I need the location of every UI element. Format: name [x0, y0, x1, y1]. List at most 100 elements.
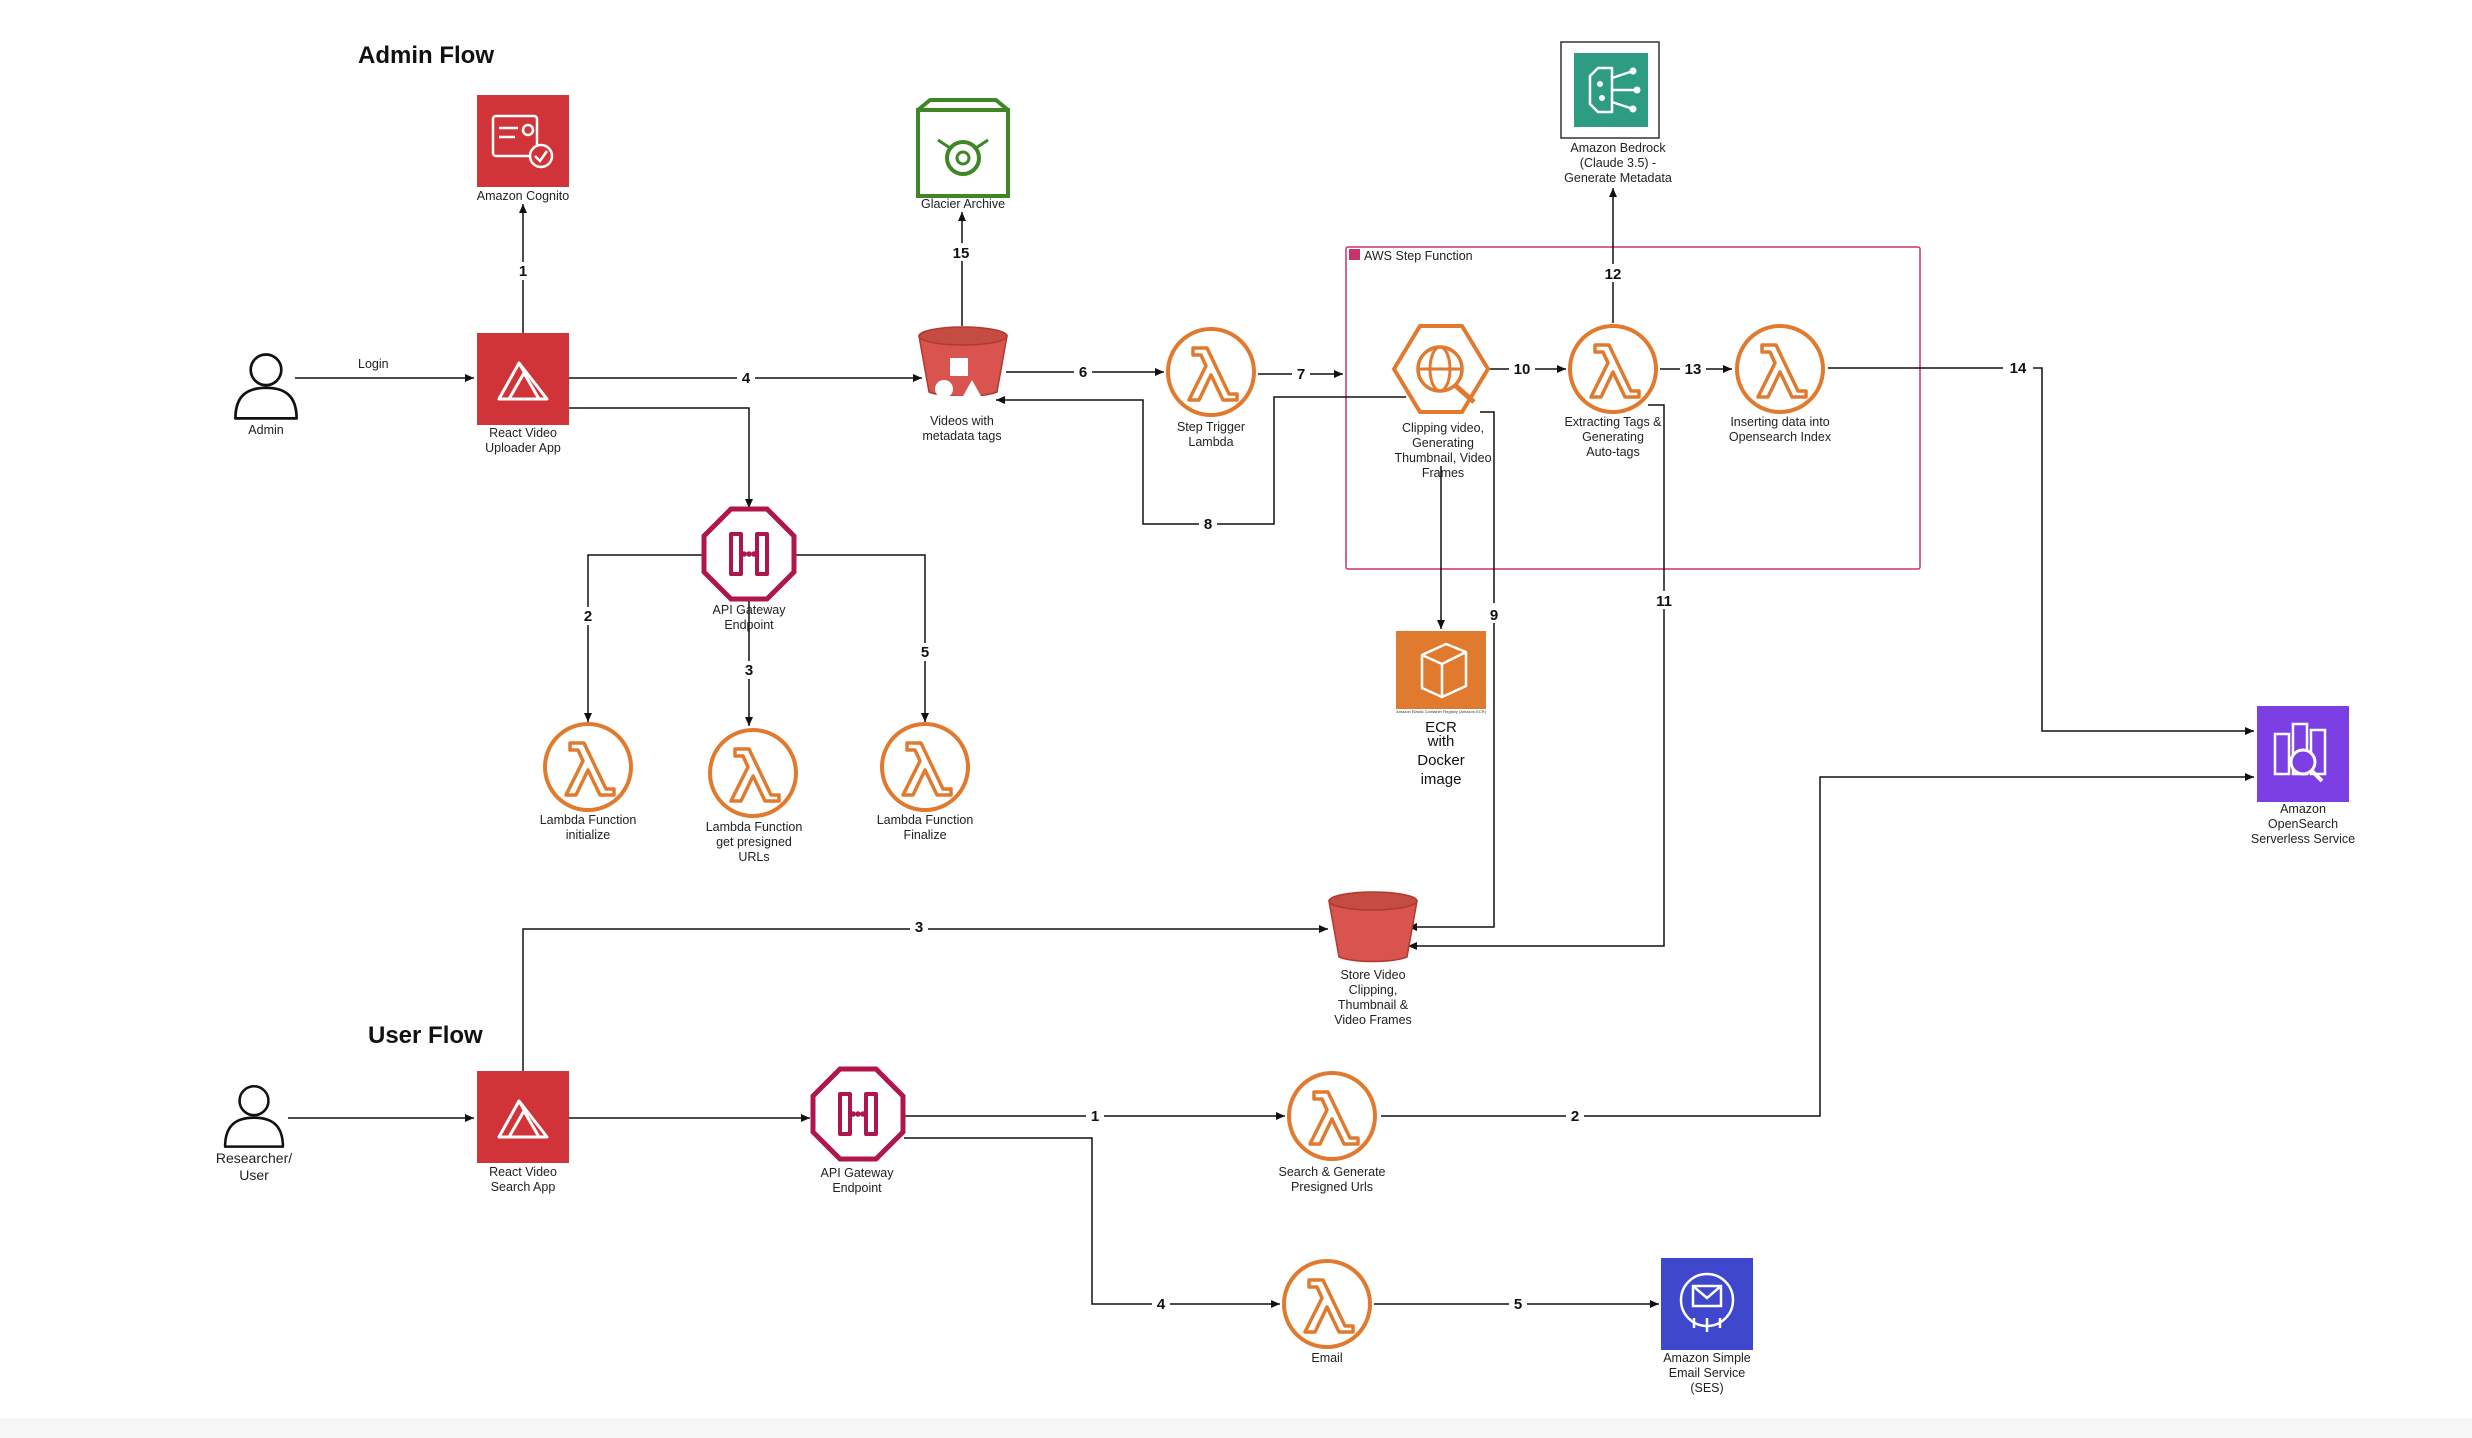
amplify-icon [477, 1071, 569, 1163]
clipping-label-2: Generating [1412, 436, 1474, 450]
admin-label: Admin [248, 423, 283, 437]
clipping-label-4: Frames [1422, 466, 1464, 480]
step-trigger-label-2: Lambda [1188, 435, 1233, 449]
edge-3-admin-label: 3 [745, 662, 753, 679]
lambda-icon [880, 722, 970, 812]
search-app-label-2: Search App [491, 1180, 556, 1194]
cognito-icon [477, 95, 569, 187]
edge-u4-label: 4 [1157, 1296, 1166, 1313]
uploader-label-2: Uploader App [485, 441, 561, 455]
opensearch-label-3: Serverless Service [2251, 832, 2355, 846]
node-extract-tags[interactable]: Extracting Tags & Generating Auto-tags [1564, 324, 1662, 459]
node-lambda-init[interactable]: Lambda Function initialize [540, 722, 637, 842]
uploader-label-1: React Video [489, 426, 557, 440]
node-api-gw-admin[interactable]: API Gateway Endpoint [704, 509, 794, 632]
node-lambda-finalize[interactable]: Lambda Function Finalize [877, 722, 974, 842]
cognito-label: Amazon Cognito [477, 189, 569, 203]
edge-login-label: Login [358, 357, 389, 371]
node-api-gw-user[interactable]: API Gateway Endpoint [813, 1069, 903, 1195]
lambda-finalize-label-1: Lambda Function [877, 813, 974, 827]
lambda-icon [1282, 1259, 1372, 1349]
s3-store-label-2: Clipping, [1349, 983, 1398, 997]
node-lambda-email[interactable]: Email [1282, 1259, 1372, 1365]
edge-11-label: 11 [1656, 593, 1672, 610]
search-app-label-1: React Video [489, 1165, 557, 1179]
extract-label-3: Auto-tags [1586, 445, 1640, 459]
edge-10-label: 10 [1514, 361, 1531, 378]
edge-u2-label: 2 [1571, 1108, 1579, 1125]
api-gateway-icon [704, 509, 794, 599]
ses-label-1: Amazon Simple [1663, 1351, 1751, 1365]
node-researcher[interactable]: Researcher/ User [216, 1084, 292, 1183]
edge-6-label: 6 [1079, 364, 1087, 381]
researcher-label-2: User [239, 1167, 269, 1183]
admin-edges: Login 1 4 15 6 7 8 10 13 [295, 188, 2254, 950]
node-lambda-presigned[interactable]: Lambda Function get presigned URLs [706, 728, 803, 864]
edge-12-label: 12 [1605, 266, 1622, 283]
step-function-icon [1349, 249, 1360, 260]
bedrock-label-3: Generate Metadata [1564, 171, 1672, 185]
api-admin-label-1: API Gateway [713, 603, 787, 617]
bedrock-label-1: Amazon Bedrock [1570, 141, 1666, 155]
node-s3-videos[interactable]: Videos with metadata tags [918, 326, 1008, 443]
insert-label-2: Opensearch Index [1729, 430, 1832, 444]
node-admin[interactable]: Admin [233, 353, 299, 438]
node-cognito[interactable]: Amazon Cognito [477, 95, 569, 203]
ecr-label-4: image [1421, 771, 1462, 788]
clipping-label-1: Clipping video, [1402, 421, 1484, 435]
node-clipping[interactable]: Clipping video, Generating Thumbnail, Vi… [1391, 324, 1492, 480]
step-trigger-label-1: Step Trigger [1177, 420, 1245, 434]
ses-label-2: Email Service [1669, 1366, 1745, 1380]
opensearch-icon [2257, 706, 2349, 802]
edge-11 [1408, 404, 1665, 950]
edge-14-label: 14 [2010, 360, 2027, 377]
glacier-label: Glacier Archive [921, 197, 1005, 211]
edge-u2 [1381, 773, 2254, 1117]
node-glacier[interactable]: Glacier Archive [916, 98, 1010, 211]
amplify-icon [477, 333, 569, 425]
lambda-presigned-label-3: URLs [738, 850, 769, 864]
edge-7-label: 7 [1297, 366, 1305, 383]
edge-8-label: 8 [1204, 516, 1212, 533]
edge-4-label: 4 [742, 370, 751, 387]
lambda-icon [1287, 1071, 1377, 1161]
node-bedrock[interactable]: Amazon Bedrock (Claude 3.5) - Generate M… [1560, 41, 1672, 185]
insert-label-1: Inserting data into [1730, 415, 1829, 429]
lambda-icon [543, 722, 633, 812]
ses-icon [1661, 1258, 1753, 1350]
node-ecr[interactable]: Amazon Elastic Container Registry (Amazo… [1396, 631, 1487, 788]
api-gateway-icon [813, 1069, 903, 1159]
node-opensearch[interactable]: Amazon OpenSearch Serverless Service [2251, 706, 2355, 846]
lambda-presigned-label-2: get presigned [716, 835, 792, 849]
lambda-icon [1166, 327, 1256, 417]
s3-bucket-icon [1328, 891, 1418, 963]
admin-flow-title: Admin Flow [358, 42, 494, 69]
node-insert-index[interactable]: Inserting data into Opensearch Index [1729, 324, 1832, 444]
node-lambda-search[interactable]: Search & Generate Presigned Urls [1278, 1071, 1386, 1194]
glacier-vault-icon [916, 98, 1010, 198]
node-uploader-app[interactable]: React Video Uploader App [477, 333, 569, 455]
api-admin-label-2: Endpoint [724, 618, 774, 632]
node-step-trigger[interactable]: Step Trigger Lambda [1166, 327, 1256, 449]
opensearch-label-2: OpenSearch [2268, 817, 2338, 831]
api-user-label-2: Endpoint [832, 1181, 882, 1195]
node-s3-store[interactable]: Store Video Clipping, Thumbnail & Video … [1328, 891, 1418, 1027]
lambda-icon [1568, 324, 1658, 414]
user-icon [223, 1084, 285, 1148]
edge-1-label: 1 [519, 263, 527, 280]
lambda-email-label: Email [1311, 1351, 1342, 1365]
lambda-search-label-1: Search & Generate [1278, 1165, 1385, 1179]
extract-label-2: Generating [1582, 430, 1644, 444]
node-ses[interactable]: Amazon Simple Email Service (SES) [1661, 1258, 1753, 1395]
edge-u4 [904, 1137, 1280, 1308]
lambda-init-label-1: Lambda Function [540, 813, 637, 827]
user-flow-title: User Flow [368, 1022, 483, 1049]
lambda-presigned-label-1: Lambda Function [706, 820, 803, 834]
s3-videos-label-1: Videos with [930, 414, 994, 428]
node-search-app[interactable]: React Video Search App [477, 1071, 569, 1194]
opensearch-label-1: Amazon [2280, 802, 2326, 816]
user-edges: 3 1 2 4 5 [288, 773, 2254, 1313]
edge-2-admin [584, 554, 703, 722]
bedrock-icon [1574, 53, 1648, 127]
